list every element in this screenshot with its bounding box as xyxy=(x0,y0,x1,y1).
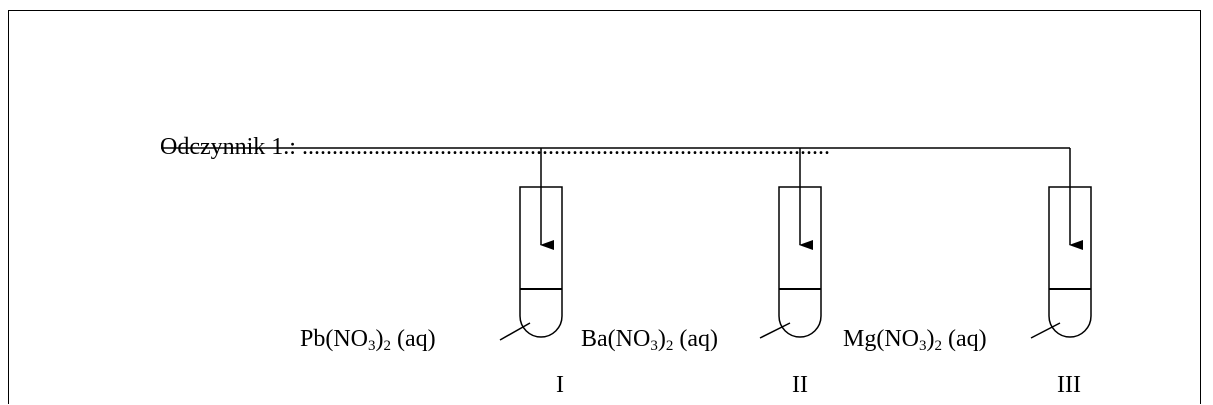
tube-1-outline xyxy=(519,186,563,338)
tube-2-outline xyxy=(778,186,822,338)
tube-2-numeral: II xyxy=(792,372,808,398)
tube-3-pointer-line xyxy=(1030,322,1061,339)
test-tube-2 xyxy=(759,148,822,339)
reagent-label: Odczynnik 1.: ..........................… xyxy=(160,134,830,160)
diagram-frame xyxy=(8,10,1201,404)
tube-2-pointer-line xyxy=(759,322,791,339)
tube-3-solution-label: Mg(NO3)2 (aq) xyxy=(843,326,987,354)
tube-1-pointer-line xyxy=(499,322,531,341)
tube-3-outline xyxy=(1048,186,1092,338)
tube-1-solution-label: Pb(NO3)2 (aq) xyxy=(300,326,436,354)
test-tube-1 xyxy=(499,148,563,341)
test-tube-3 xyxy=(1030,148,1092,339)
tube-1-numeral: I xyxy=(556,372,564,398)
tube-3-numeral: III xyxy=(1057,372,1081,398)
tube-2-solution-label: Ba(NO3)2 (aq) xyxy=(581,326,718,354)
